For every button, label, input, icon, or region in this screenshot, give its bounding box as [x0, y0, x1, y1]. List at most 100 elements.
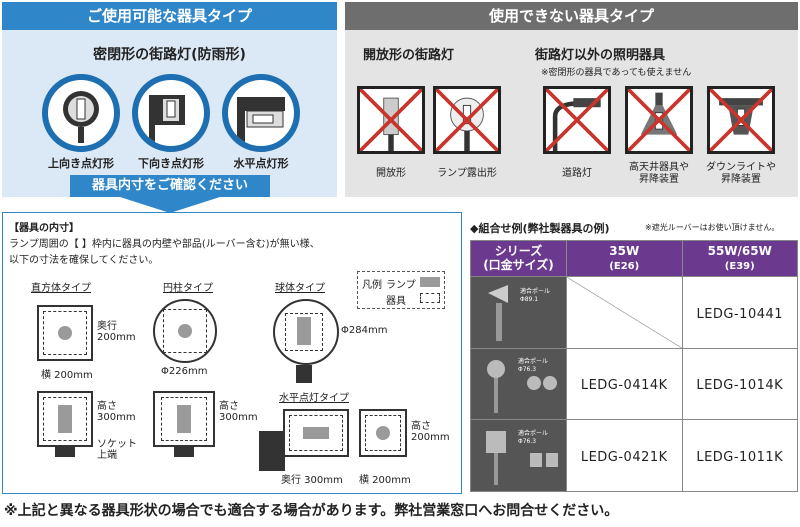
combo-table: シリーズ (口金サイズ) 35W(E26) 55W/65W(E39) 適合ポール…	[470, 240, 798, 492]
cuboid-side-lamp	[58, 405, 72, 433]
dims-desc-1: ランプ周囲の【 】枠内に器具の内壁や部品(ルーバー含む)が無い様、	[9, 239, 320, 250]
type-cylinder-title: 円柱タイプ	[163, 283, 213, 294]
sphere-lamp	[297, 317, 311, 345]
usable-label-downward: 下向き点灯形	[138, 157, 204, 170]
product-code: LEDG-0414K	[580, 378, 668, 394]
usable-label-horizontal: 水平点灯形	[233, 157, 289, 170]
cylinder-side-lamp	[177, 405, 191, 433]
horizontal-depth: 奥行 300mm	[281, 475, 343, 486]
svg-text:Φ89.1: Φ89.1	[520, 296, 538, 303]
legend-fixture-label: 器具	[386, 296, 406, 307]
product-cell: LEDG-0421K	[566, 419, 683, 492]
combo-title: ◆組合せ例(弊社製器具の例)	[470, 222, 610, 235]
down-arrow-icon	[120, 197, 220, 213]
ng-label-exposed: ランプ露出形	[437, 168, 497, 179]
combo-note: ※遮光ルーバーはお使い頂けません。	[645, 223, 780, 232]
ng-label-open: 開放形	[376, 168, 406, 179]
socket-top-label: ソケット 上端	[97, 439, 137, 461]
sphere-diameter: Φ284mm	[341, 325, 388, 336]
type-sphere-title: 球体タイプ	[275, 283, 325, 294]
dims-heading: 【器具の内寸】	[9, 223, 79, 234]
col-35w-label: 35W	[609, 244, 640, 259]
usable-label-upward: 上向き点灯形	[48, 157, 114, 170]
cylinder-top-lamp	[178, 324, 192, 338]
horizontal-width: 横 200mm	[359, 475, 411, 486]
inner-dimension-panel: 【器具の内寸】 ランプ周囲の【 】枠内に器具の内壁や部品(ルーバー含む)が無い様…	[2, 212, 462, 494]
cuboid-side-frame	[43, 397, 87, 441]
col-35w: 35W(E26)	[566, 240, 683, 277]
type-cuboid-title: 直方体タイプ	[31, 283, 91, 294]
product-cell: LEDG-10441	[681, 276, 798, 349]
downward-lamp-icon	[132, 74, 210, 152]
svg-text:適合ポール: 適合ポール	[518, 357, 548, 365]
legend-title: 凡例	[362, 280, 382, 291]
product-code: LEDG-0421K	[580, 450, 668, 466]
non-street-note: ※密閉形の器具であっても使えません	[541, 68, 692, 78]
usable-panel: ご使用可能な器具タイプ 密閉形の街路灯(防雨形) 上向き点灯形 下向き点灯形 水…	[2, 2, 337, 197]
cuboid-top-frame	[43, 311, 87, 355]
non-street-heading: 街路灯以外の照明器具	[535, 48, 666, 63]
product-cell: LEDG-1011K	[681, 419, 798, 492]
col-55w-base: (E39)	[724, 260, 755, 272]
horizontal-lamp-icon	[222, 74, 300, 152]
product-cell: LEDG-1014K	[681, 347, 798, 421]
high-ceiling-icon	[625, 86, 693, 154]
cylinder-height: 高さ 300mm	[219, 401, 258, 423]
footnote: ※上記と異なる器具形状の場合でも適合する場合があります。弊社営業窓口へお問合せく…	[4, 503, 619, 519]
ng-label-high-ceiling: 高天井器具や 昇降装置	[629, 162, 689, 185]
upward-lamp-icon	[42, 74, 120, 152]
road-light-icon	[543, 86, 611, 154]
dims-desc-2: 以下の寸法を確保してください。	[9, 255, 159, 266]
cuboid-height: 高さ 300mm	[97, 401, 136, 423]
cuboid-depth: 奥行 200mm	[97, 321, 136, 343]
cylinder-diameter: Φ226mm	[161, 366, 208, 377]
col-series: シリーズ (口金サイズ)	[470, 240, 567, 277]
product-code: LEDG-10441	[696, 306, 784, 322]
svg-text:Φ76.3: Φ76.3	[518, 438, 536, 445]
table-header-row: シリーズ (口金サイズ) 35W(E26) 55W/65W(E39)	[470, 240, 798, 277]
unusable-title: 使用できない器具タイプ	[345, 2, 798, 30]
usable-subtitle: 密閉形の街路灯(防雨形)	[93, 47, 246, 63]
type-horizontal-title: 水平点灯タイプ	[279, 393, 349, 404]
cylinder-top-frame	[163, 309, 207, 353]
sphere-frame	[285, 313, 323, 351]
cylinder-side-frame	[161, 397, 207, 441]
cuboid-socket	[55, 447, 75, 457]
sphere-fixture	[273, 299, 339, 365]
col-55w-label: 55W/65W	[707, 244, 772, 259]
svg-text:適合ポール: 適合ポール	[520, 287, 550, 295]
ng-label-downlight: ダウンライトや 昇降装置	[706, 162, 776, 185]
usable-title: ご使用可能な器具タイプ	[2, 2, 337, 30]
confirm-banner: 器具内寸をご確認ください	[70, 175, 270, 197]
horizontal-frame	[289, 415, 343, 451]
product-code: LEDG-1014K	[696, 378, 784, 394]
svg-text:Φ76.3: Φ76.3	[518, 366, 536, 373]
cell-empty	[566, 276, 683, 349]
col-35w-base: (E26)	[609, 260, 640, 272]
legend-fixture-swatch	[420, 293, 440, 303]
horizontal-height: 高さ 200mm	[411, 421, 450, 443]
legend-lamp-swatch	[420, 277, 440, 287]
horizontal-lamp	[303, 427, 329, 439]
product-code: LEDG-1011K	[696, 450, 784, 466]
unusable-panel: 使用できない器具タイプ 開放形の街路灯 街路灯以外の照明器具 ※密閉形の器具であ…	[345, 2, 798, 197]
col-55w: 55W/65W(E39)	[681, 240, 798, 277]
ng-label-road: 道路灯	[562, 168, 592, 179]
sphere-pole	[296, 365, 312, 383]
svg-text:適合ポール: 適合ポール	[518, 429, 548, 437]
cylinder-socket	[174, 447, 194, 457]
exposed-lamp-icon	[433, 86, 501, 154]
horizontal-side-lamp	[376, 426, 390, 440]
cylinder-top-fixture	[153, 299, 217, 363]
legend-lamp-label: ランプ	[386, 280, 416, 291]
cuboid-width: 横 200mm	[41, 370, 93, 381]
cuboid-top-lamp	[58, 326, 72, 340]
horizontal-side-frame	[365, 415, 401, 451]
open-type-icon	[357, 86, 425, 154]
